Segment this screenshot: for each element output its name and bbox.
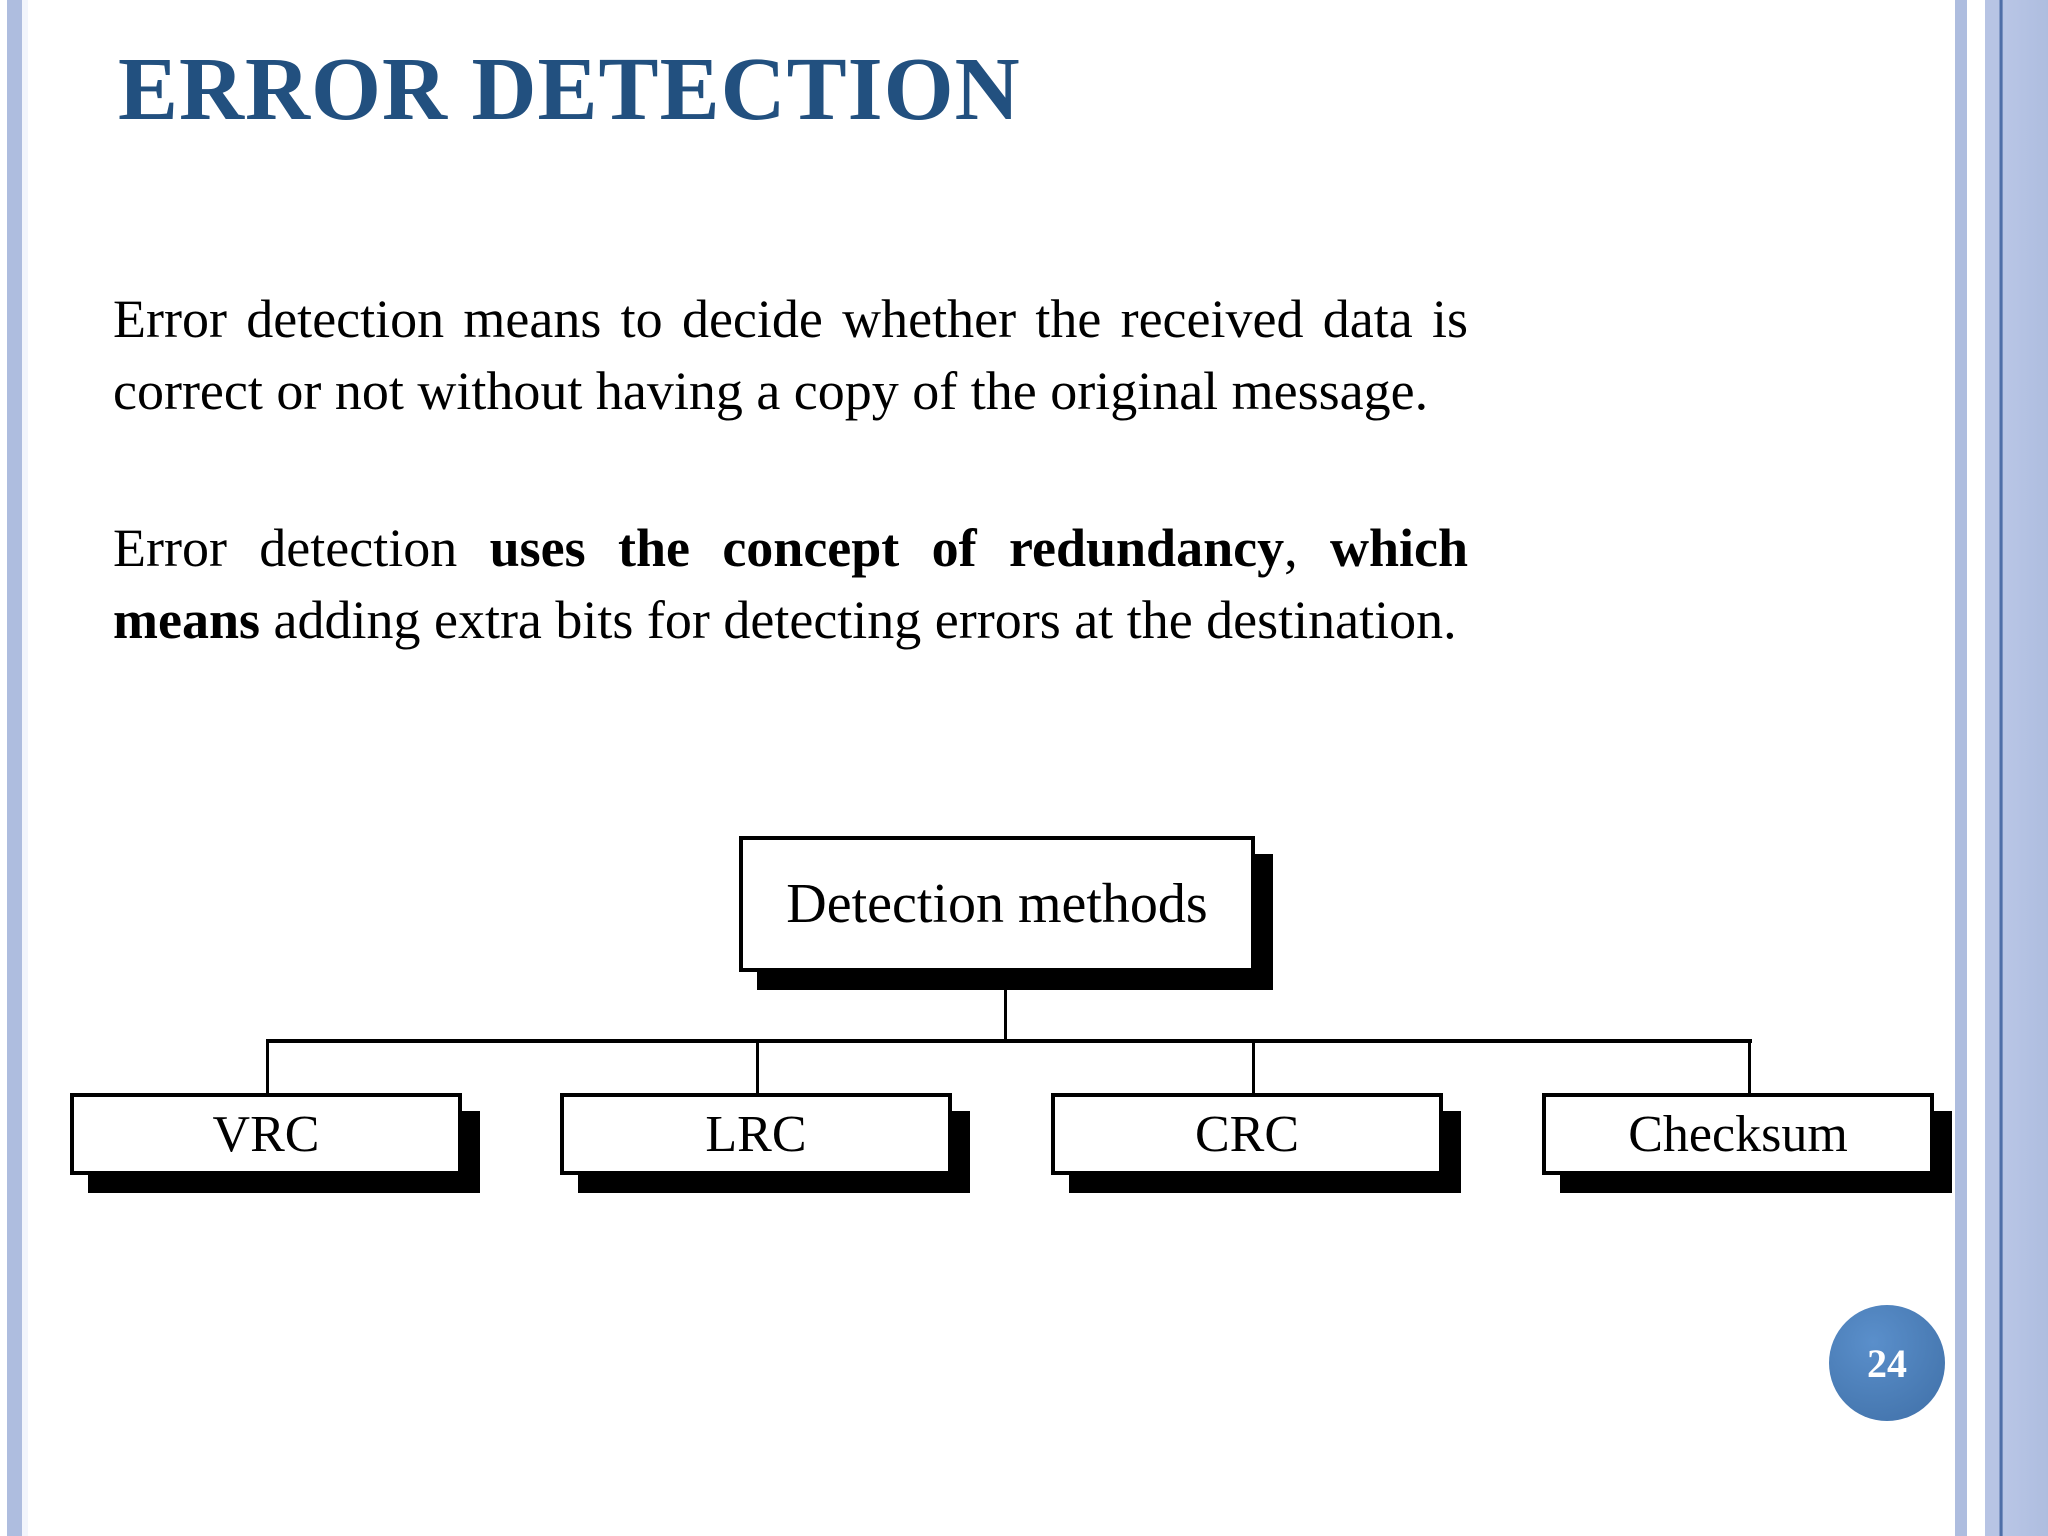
diagram-node-vrc[interactable]: VRC [70,1093,462,1175]
paragraph-2-bold-2: which means [113,518,1468,650]
connector-horizontal-bus [266,1039,1752,1043]
connector-to-lrc [756,1040,759,1094]
left-edge-band-outer [0,0,7,1536]
left-edge-band-inner [22,0,28,1536]
diagram-node-checksum[interactable]: Checksum [1542,1093,1934,1175]
connector-to-vrc [266,1040,269,1094]
paragraph-2-segment-2: , [1284,518,1330,578]
body-paragraph-1: Error detection means to decide whether … [113,289,1468,421]
diagram-node-detection-methods[interactable]: Detection methods [739,836,1255,972]
paragraph-2-segment-1: Error detection [113,518,490,578]
right-edge-band [1985,0,2048,1536]
slide-number-badge: 24 [1829,1305,1945,1421]
right-edge-band-gap [1967,0,1985,1536]
connector-root-drop [1004,990,1007,1042]
paragraph-2-segment-3: adding extra bits for detecting errors a… [260,590,1457,650]
diagram-node-lrc[interactable]: LRC [560,1093,952,1175]
paragraph-2-bold-1: uses the concept of redundancy [489,518,1285,578]
page-title: ERROR DETECTION [118,40,1021,139]
connector-to-crc [1252,1040,1255,1094]
body-paragraph-2: Error detection uses the concept of redu… [113,512,1468,656]
right-edge-band-thin [1955,0,1967,1536]
diagram-node-crc[interactable]: CRC [1051,1093,1443,1175]
left-edge-band [7,0,22,1536]
connector-to-checksum [1748,1040,1751,1094]
